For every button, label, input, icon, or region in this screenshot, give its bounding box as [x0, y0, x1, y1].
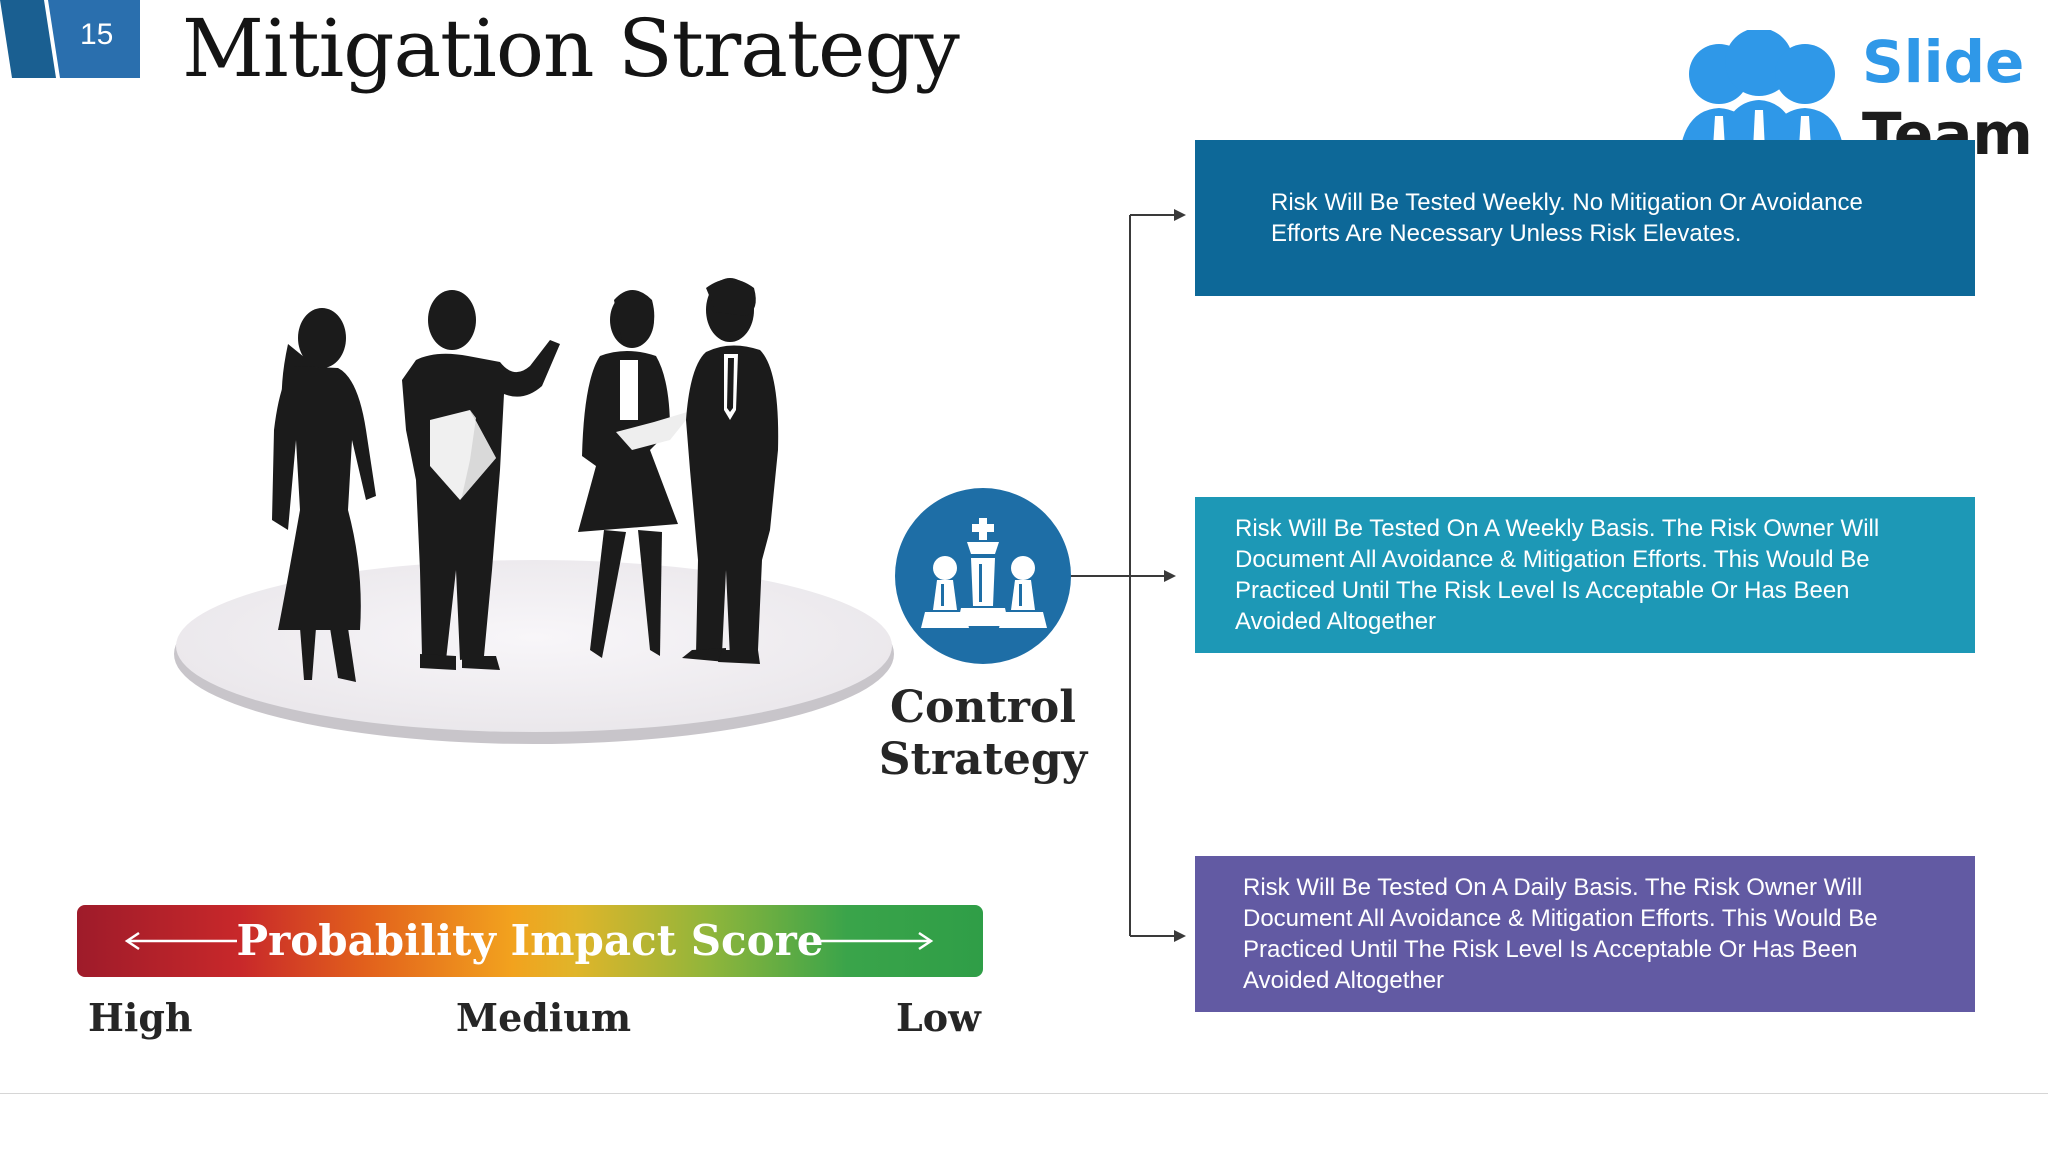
slide-number: 15	[80, 18, 114, 51]
bottom-divider	[0, 1093, 2048, 1094]
control-strategy-label: Control Strategy	[870, 682, 1096, 786]
score-label: Probability Impact Score	[236, 916, 824, 965]
level-medium-label: Medium	[456, 995, 632, 1040]
strategy-box-text: Risk Will Be Tested Weekly. No Mitigatio…	[1271, 189, 1863, 247]
score-arrows	[124, 931, 934, 951]
strategy-box-text: Risk Will Be Tested On A Daily Basis. Th…	[1243, 874, 1878, 994]
slide-number-tab	[0, 0, 140, 78]
strategy-box-weekly-basis: Risk Will Be Tested On A Weekly Basis. T…	[1195, 497, 1975, 653]
strategy-box-daily-basis: Risk Will Be Tested On A Daily Basis. Th…	[1195, 856, 1975, 1012]
chess-pieces-icon	[921, 518, 1047, 628]
business-people-silhouette-icon	[174, 278, 894, 744]
strategy-box-weekly-no-mitigation: Risk Will Be Tested Weekly. No Mitigatio…	[1195, 140, 1975, 296]
control-label-line2: Strategy	[878, 734, 1088, 785]
strategy-box-text: Risk Will Be Tested On A Weekly Basis. T…	[1235, 515, 1880, 635]
level-high-label: High	[88, 995, 193, 1040]
page-title: Mitigation Strategy	[182, 2, 960, 95]
level-low-label: Low	[896, 995, 981, 1040]
control-label-line1: Control	[890, 682, 1076, 733]
logo-text-slide: Slide	[1862, 28, 2025, 96]
